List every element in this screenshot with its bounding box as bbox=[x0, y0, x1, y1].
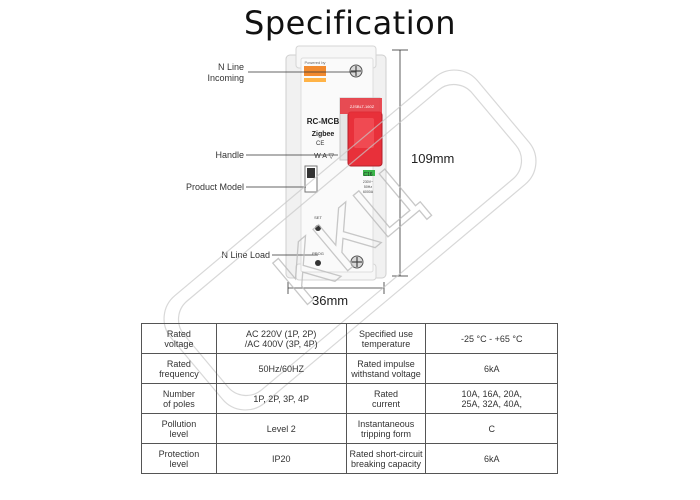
spec-label-cell: Rated voltage bbox=[141, 323, 217, 354]
spec-value-cell: 6kA bbox=[425, 443, 558, 474]
set-button bbox=[315, 225, 321, 231]
brand-label-text: Powered by bbox=[304, 60, 325, 65]
switch-marks-text: W A ▽ bbox=[314, 153, 334, 160]
spec-label-cell: Specified use temperature bbox=[345, 323, 427, 354]
brand-logo-bar bbox=[304, 78, 326, 82]
height-dimension-label: 109mm bbox=[411, 151, 455, 166]
model-text: RC-MCB bbox=[307, 117, 340, 126]
spec-value-cell: AC 220V (1P, 2P) /AC 400V (3P, 4P) bbox=[215, 323, 347, 354]
rating-line-2: 50Hz bbox=[364, 185, 372, 189]
spec-label-cell: Pollution level bbox=[141, 413, 217, 444]
spec-value-cell: Level 2 bbox=[215, 413, 347, 444]
callout-n-line-load: N Line Load bbox=[221, 250, 270, 260]
spec-label-cell: Rated current bbox=[345, 383, 427, 414]
cert-text: CE bbox=[316, 141, 324, 147]
rating-line-1: 230V~ bbox=[363, 180, 373, 184]
spec-label-cell: Rated short-circuit breaking capacity bbox=[345, 443, 427, 474]
status-indicator bbox=[363, 170, 375, 176]
watermark-text: ККЦ bbox=[258, 153, 438, 323]
spec-label-cell: Rated impulse withstand voltage bbox=[345, 353, 427, 384]
spec-label-cell: Number of poles bbox=[141, 383, 217, 414]
spec-label-cell: Instantaneous tripping form bbox=[345, 413, 427, 444]
spec-value-cell: -25 °C - +65 °C bbox=[425, 323, 558, 354]
handle-label-text: ZJSBLT-160Z bbox=[350, 104, 375, 109]
spec-value-cell: C bbox=[425, 413, 558, 444]
spec-value-cell: 6kA bbox=[425, 353, 558, 384]
spec-value-cell: 1P, 2P, 3P, 4P bbox=[215, 383, 347, 414]
spec-label-cell: Rated frequency bbox=[141, 353, 217, 384]
rating-text: C16 bbox=[363, 172, 372, 178]
spec-value-cell: 10A, 16A, 20A, 25A, 32A, 40A, bbox=[425, 383, 558, 414]
callout-product-model: Product Model bbox=[185, 182, 244, 192]
spec-value-cell: 50Hz/60HZ bbox=[215, 353, 347, 384]
rating-line-3: 6000A bbox=[363, 190, 374, 194]
callout-handle: Handle bbox=[215, 150, 244, 160]
width-dimension-label: 36mm bbox=[312, 293, 349, 308]
protocol-text: Zigbee bbox=[312, 131, 335, 138]
prog-button bbox=[315, 260, 321, 266]
page-title: Specification bbox=[244, 4, 456, 42]
spec-value-cell: IP20 bbox=[215, 443, 347, 474]
brand-logo bbox=[304, 66, 326, 76]
set-label-text: SET bbox=[314, 215, 322, 220]
spec-label-cell: Protection level bbox=[141, 443, 217, 474]
callout-n-line-incoming: N Line Incoming bbox=[207, 62, 244, 83]
prog-label-text: PROG bbox=[312, 251, 324, 256]
